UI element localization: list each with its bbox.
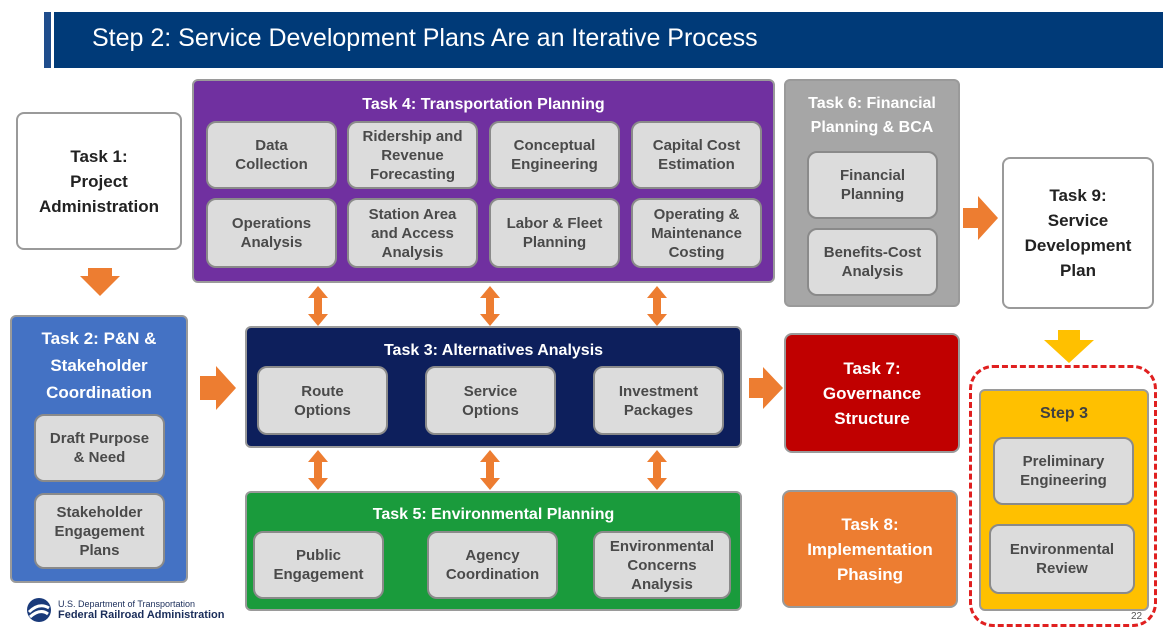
task4-item: Ridership and Revenue Forecasting — [347, 121, 478, 189]
task8-box: Task 8: Implementation Phasing — [782, 490, 958, 608]
double-arrow-icon — [647, 450, 667, 490]
footer-line2: Federal Railroad Administration — [58, 609, 225, 621]
task2-item: Stakeholder Engagement Plans — [34, 493, 165, 569]
task4-item: Capital Cost Estimation — [631, 121, 762, 189]
task3-title: Task 3: Alternatives Analysis — [383, 342, 604, 359]
task5-item: Environmental Concerns Analysis — [593, 531, 731, 599]
double-arrow-icon — [480, 286, 500, 326]
footer-line1: U.S. Department of Transportation — [58, 599, 196, 609]
title-accent — [44, 12, 54, 68]
double-arrow-icon — [308, 450, 328, 490]
arrow-down-icon — [1044, 330, 1094, 363]
dot-logo-icon — [27, 598, 51, 622]
task4-title: Task 4: Transportation Planning — [362, 96, 605, 113]
title-bar — [44, 12, 1163, 68]
page-title: Step 2: Service Development Plans Are an… — [92, 24, 758, 52]
task4-item: Operations Analysis — [206, 198, 337, 268]
task4-item: Station Area and Access Analysis — [347, 198, 478, 268]
double-arrow-icon — [308, 286, 328, 326]
task5-title: Task 5: Environmental Planning — [372, 506, 615, 523]
task3-item: Service Options — [425, 366, 556, 435]
task5-item: Agency Coordination — [427, 531, 558, 599]
task3-item: Route Options — [257, 366, 388, 435]
arrow-down-icon — [80, 268, 120, 296]
task6-item: Financial Planning — [807, 151, 938, 219]
task4-item: Operating & Maintenance Costing — [631, 198, 762, 268]
task4-item: Conceptual Engineering — [489, 121, 620, 189]
arrow-right-icon — [200, 366, 236, 410]
task7-box: Task 7: Governance Structure — [784, 333, 960, 453]
step3-title: Step 3 — [1039, 405, 1088, 422]
double-arrow-icon — [647, 286, 667, 326]
step3-dashed-outline — [969, 365, 1157, 627]
arrow-right-icon — [749, 367, 783, 409]
arrow-right-icon — [963, 196, 998, 240]
task3-item: Investment Packages — [593, 366, 724, 435]
double-arrow-icon — [480, 450, 500, 490]
step3-item: Preliminary Engineering — [993, 437, 1134, 505]
task9-box: Task 9: Service Development Plan — [1002, 157, 1154, 309]
task4-item: Labor & Fleet Planning — [489, 198, 620, 268]
task1-box: Task 1: Project Administration — [16, 112, 182, 250]
task2-item: Draft Purpose & Need — [34, 414, 165, 482]
footer-text: U.S. Department of Transportation Federa… — [58, 599, 224, 621]
step3-item: Environmental Review — [989, 524, 1135, 594]
task4-item: Data Collection — [206, 121, 337, 189]
task6-title: Task 6: Financial Planning & BCA — [808, 95, 936, 136]
page-number: 22 — [1131, 611, 1143, 622]
task2-title: Task 2: P&N & Stakeholder Coordination — [41, 329, 157, 402]
task5-item: Public Engagement — [253, 531, 384, 599]
task6-item: Benefits-Cost Analysis — [807, 228, 938, 296]
